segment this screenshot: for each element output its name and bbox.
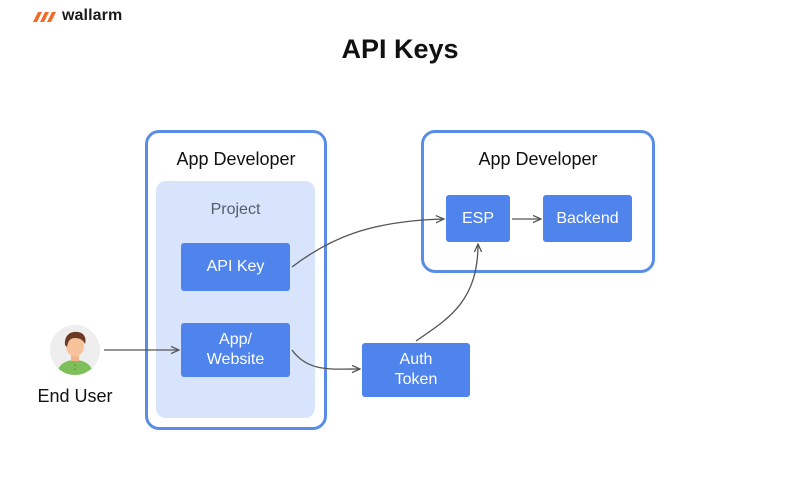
arrow-auth-to-esp [415, 244, 478, 342]
brand-name: wallarm [62, 7, 123, 24]
api-key-label: API Key [206, 258, 265, 275]
arrow-apikey-to-esp [291, 219, 444, 268]
app-website-label-line2: Website [206, 351, 265, 368]
app-website-label-line1: App/ [219, 331, 252, 348]
end-user-label: End User [37, 386, 113, 406]
group-label-left: App Developer [176, 149, 296, 169]
auth-token-node: Auth Token [362, 343, 470, 397]
project-label: Project [210, 201, 261, 218]
app-website-node: App/ Website [181, 323, 290, 377]
project-container: Project [156, 181, 315, 418]
brand-logo: wallarm [32, 6, 122, 26]
auth-token-label-line1: Auth [399, 351, 433, 368]
diagram-title: API Keys [341, 34, 459, 64]
end-user-avatar-icon [50, 325, 100, 375]
arrow-app-to-auth [291, 349, 360, 369]
api-key-node: API Key [181, 243, 290, 291]
wallarm-logo-icon [33, 12, 56, 22]
backend-node: Backend [543, 195, 632, 242]
esp-label: ESP [461, 209, 494, 227]
group-label-right: App Developer [478, 149, 598, 169]
backend-label: Backend [556, 209, 619, 227]
esp-node: ESP [446, 195, 510, 242]
auth-token-label-line2: Token [394, 371, 438, 388]
